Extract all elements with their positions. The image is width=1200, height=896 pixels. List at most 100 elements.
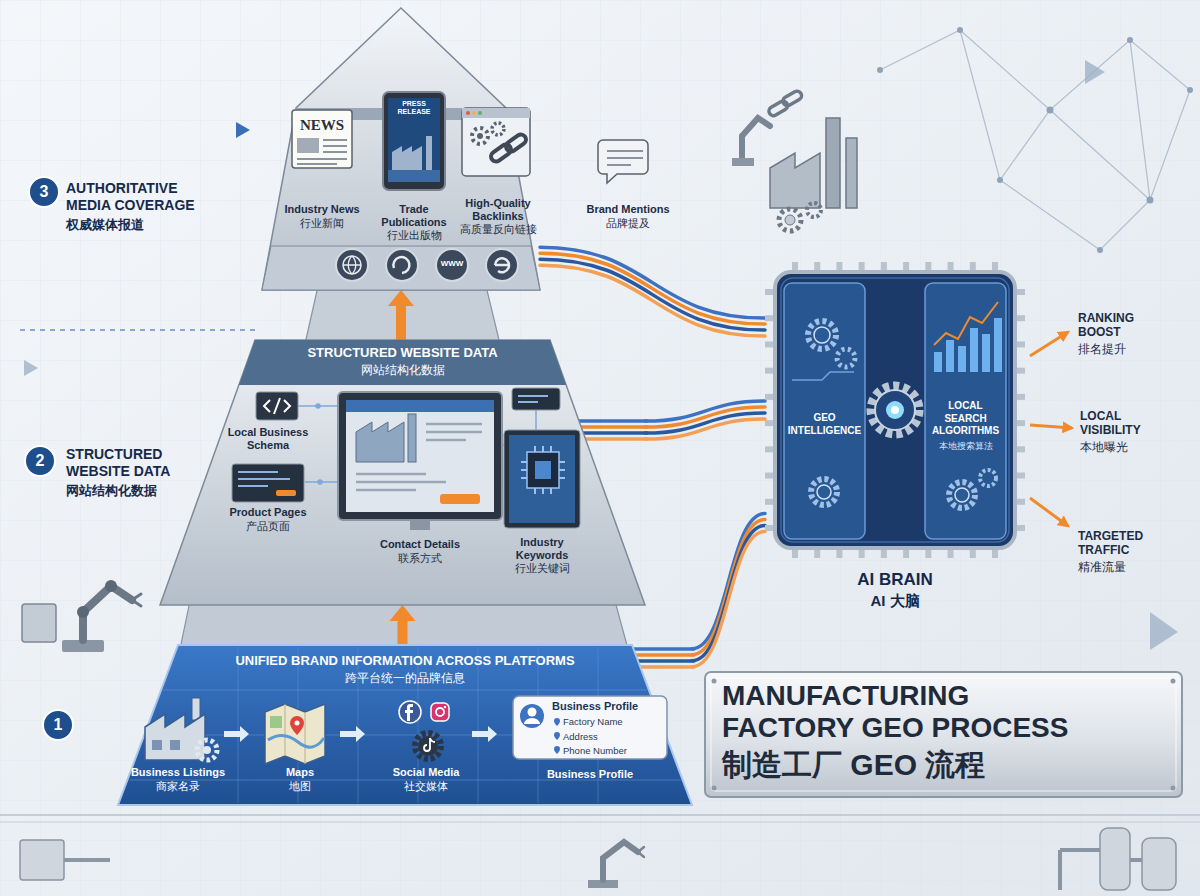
tier-outline [262,8,540,290]
text-group: Business ProfileFactory NameAddressPhone… [552,700,664,756]
item-caption: Business Listings [131,766,225,779]
item-caption-zh: 品牌提及 [606,217,650,230]
panel-title: GEO INTELLIGENCE [787,412,862,437]
tier-band [262,246,540,290]
item-caption-zh: 商家名录 [156,780,200,793]
factory-cluster [732,90,857,231]
label-group: 3 [30,183,58,201]
cable-strand [540,259,765,330]
item-caption: Product Pages [229,506,306,519]
cable-strand [540,253,765,324]
item-caption: Industry Keywords [500,536,584,561]
label-group: STRUCTURED WEBSITE DATA网站结构化数据 [66,446,194,498]
floor-lines [0,815,1200,822]
label-group: PRESS RELEASE [388,100,440,116]
item-caption: Trade Publications [366,203,462,228]
output-label-zh: 精准流量 [1078,560,1126,574]
label-group: 2 [26,452,54,470]
ai-chip-shape [765,262,1025,558]
panel-outline [784,283,865,539]
arrow-shaft [398,620,408,645]
item-caption-zh: 行业关键词 [515,562,570,575]
callout-number: 3 [40,183,49,201]
blueprint-line [238,647,239,803]
output-label: LOCAL VISIBILITY [1080,410,1160,438]
item-caption-zh: 地图 [289,780,311,793]
step-subheading: 网站结构化数据 [66,483,157,499]
label-group: TARGETED TRAFFIC 精准流量 [1078,530,1158,574]
item-caption-zh: 行业出版物 [387,229,442,242]
triangle-marks [24,60,1178,650]
item-caption: Contact Details [380,538,460,551]
label-group: Industry Keywords行业关键词 [500,536,584,575]
icon-text: WWW [441,260,464,269]
pyramid-tier: STRUCTURED WEBSITE DATA网站结构化数据 [160,340,645,605]
panel-subtitle: 本地搜索算法 [939,441,993,452]
output-label: TARGETED TRAFFIC [1078,530,1158,558]
data-cable [692,513,765,666]
output-label-zh: 本地曝光 [1080,440,1128,454]
item-caption-zh: 社交媒体 [404,780,448,793]
item-caption: Maps [286,766,314,779]
chip-outline [775,272,1015,548]
arrow-shaft [396,305,406,340]
chip-subheading: AI 大脑 [870,592,919,610]
label-group: Contact Details联系方式 [360,538,480,565]
output-arrows [1030,332,1072,526]
card-field: Factory Name [552,716,623,727]
data-cable [645,401,765,439]
label-group: Social Media社交媒体 [376,766,476,793]
panel-outline [925,283,1006,539]
chip-panel: LOCAL SEARCH ALGORITHMS 本地搜索算法 [924,282,1007,540]
arrow-head [388,290,414,306]
diagram-title: MANUFACTURING FACTORY GEO PROCESS [722,680,1092,744]
cable-strand [540,265,765,336]
tier-subheading: 网站结构化数据 [361,363,445,377]
blueprint-line [478,647,479,803]
item-caption-zh: 行业新闻 [300,217,344,230]
panel-title: LOCAL SEARCH ALGORITHMS [928,400,1003,438]
item-caption: Brand Mentions [586,203,669,216]
item-caption: Local Business Schema [218,426,318,451]
ai-chip: AI BRAINAI 大脑GEO INTELLIGENCELOCAL SEARC… [765,262,1025,558]
label-group: Industry News行业新闻 [272,203,372,230]
pyramid-tier: AUTHORITATIVE MEDIA COVERAGE权威媒体报道 [262,8,540,290]
callout-number: 1 [54,716,63,734]
label-group: 1 [44,716,72,734]
item-caption: Social Media [393,766,460,779]
icon-text: PRESS RELEASE [388,100,440,116]
tier-outline [160,340,645,605]
tier-header-band [239,340,566,385]
flow-arrow [388,290,414,340]
step-number-circles [25,177,73,740]
text-group: AI BRAIN AI 大脑 [765,570,1025,610]
item-caption: High-Quality Backlinks [456,197,540,222]
tier-heading: AUTHORITATIVE MEDIA COVERAGE [66,180,224,214]
network-lines [880,30,1190,250]
small-robot-arm [588,842,644,888]
pyramid-tier-shape [160,340,645,605]
tier-outline [118,645,692,805]
item-caption-zh: 联系方式 [398,552,442,565]
item-caption-zh: 产品页面 [246,520,290,533]
label-group: Business Listings商家名录 [118,766,238,793]
label-group: MANUFACTURING FACTORY GEO PROCESS制造工厂 GE… [722,680,1092,783]
chip-heading: AI BRAIN [857,570,933,590]
card-heading: Business Profile [552,700,638,713]
callout-number: 2 [36,452,45,470]
label-group: Local Business Schema [218,426,318,451]
cable-strand [645,419,765,439]
tier-subheading: 跨平台统一的品牌信息 [345,671,465,685]
label-group: Maps地图 [260,766,340,793]
item-caption: Business Profile [547,768,633,781]
arrow-head [390,605,416,621]
text-group: STRUCTURED WEBSITE DATA网站结构化数据 [160,345,645,377]
text-group: LOCAL SEARCH ALGORITHMS 本地搜索算法 [928,400,1003,451]
icon-text: NEWS [300,117,344,134]
pyramid-tier-shape [262,8,540,290]
output-label: RANKING BOOST [1078,312,1158,340]
profile-card: Business ProfileFactory NameAddressPhone… [512,695,668,760]
text-group: AUTHORITATIVE MEDIA COVERAGE权威媒体报道 [66,180,224,232]
